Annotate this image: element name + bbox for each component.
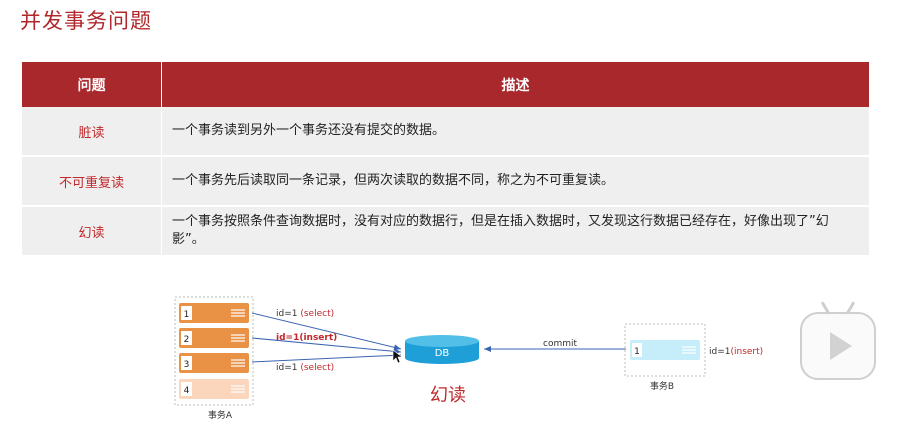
operation-key: id=1 (709, 347, 730, 357)
cursor-icon (392, 349, 403, 364)
transaction-b-frame (624, 323, 706, 377)
row-term: 幻读 (22, 206, 162, 257)
row-number: 3 (184, 360, 190, 370)
row-number: 1 (634, 347, 640, 357)
row-number-box (181, 306, 192, 320)
operation-type: (select) (300, 363, 334, 373)
row-number-box (632, 343, 642, 357)
table-header-row: 问题 描述 (22, 62, 869, 107)
table-row: 幻读 一个事务按照条件查询数据时，没有对应的数据行，但是在插入数据时，又发现这行… (22, 206, 869, 257)
play-triangle (830, 332, 852, 360)
page-title: 并发事务问题 (20, 9, 152, 33)
transaction-a-row: 1 (179, 303, 249, 323)
row-block (179, 379, 249, 399)
operation-key: id=1 (276, 309, 300, 319)
operation-label: id=1(insert) (276, 333, 337, 343)
operation-label: id=1 (select) (276, 363, 334, 373)
row-description: 一个事务读到另外一个事务还没有提交的数据。 (161, 107, 869, 157)
play-icon[interactable] (800, 312, 876, 380)
operation-type: (insert) (730, 347, 763, 357)
operation-label: id=1 (select) (276, 309, 334, 319)
transaction-a-row: 3 (179, 353, 249, 373)
database-icon: DB (405, 335, 479, 364)
database-label: DB (435, 348, 450, 359)
transaction-b-label: 事务B (650, 380, 674, 392)
commit-label: commit (543, 339, 577, 349)
row-number: 4 (184, 386, 190, 396)
menu-lines-icon (231, 359, 245, 367)
diagram-caption: 幻读 (430, 385, 466, 406)
row-term: 脏读 (22, 107, 162, 157)
table-row: 不可重复读 一个事务先后读取同一条记录，但两次读取的数据不同，称之为不可重复读。 (22, 156, 869, 207)
menu-lines-icon (231, 385, 245, 393)
row-number-box (181, 331, 192, 345)
table-row: 脏读 一个事务读到另外一个事务还没有提交的数据。 (22, 107, 869, 157)
menu-lines-icon (231, 309, 245, 317)
header-description: 描述 (161, 62, 869, 107)
row-number-box (181, 382, 192, 396)
transaction-a-row: 2 (179, 328, 249, 348)
insert-arrow (251, 337, 402, 355)
transaction-a-label: 事务A (208, 409, 233, 421)
row-block (630, 340, 700, 360)
row-number: 2 (184, 335, 190, 345)
select-arrow (251, 312, 402, 351)
operation-type: (select) (300, 309, 334, 319)
row-number-box (181, 356, 192, 370)
select-arrow (251, 352, 402, 363)
transaction-b-operation: id=1(insert) (709, 347, 763, 357)
row-description: 一个事务按照条件查询数据时，没有对应的数据行，但是在插入数据时，又发现这行数据已… (161, 206, 869, 257)
menu-lines-icon (682, 346, 696, 354)
menu-lines-icon (231, 334, 245, 342)
header-issue: 问题 (22, 62, 162, 107)
row-term: 不可重复读 (22, 156, 162, 207)
row-block (179, 353, 249, 373)
operation-type: (insert) (299, 333, 337, 343)
transaction-a: 1 2 3 4 事务A (174, 296, 254, 421)
transaction-a-row: 4 (179, 379, 249, 399)
row-description: 一个事务先后读取同一条记录，但两次读取的数据不同，称之为不可重复读。 (161, 156, 869, 207)
transaction-b: 1 事务B (624, 323, 706, 392)
operation-labels: id=1 (select) id=1(insert) id=1 (select) (276, 309, 337, 373)
operation-arrows (251, 312, 402, 363)
row-block (179, 303, 249, 323)
transaction-a-frame (174, 296, 254, 406)
row-number: 1 (184, 310, 190, 320)
row-block (179, 328, 249, 348)
operation-key: id=1 (276, 333, 299, 343)
operation-key: id=1 (276, 363, 300, 373)
issues-table: 问题 描述 脏读 一个事务读到另外一个事务还没有提交的数据。 不可重复读 一个事… (22, 62, 869, 257)
